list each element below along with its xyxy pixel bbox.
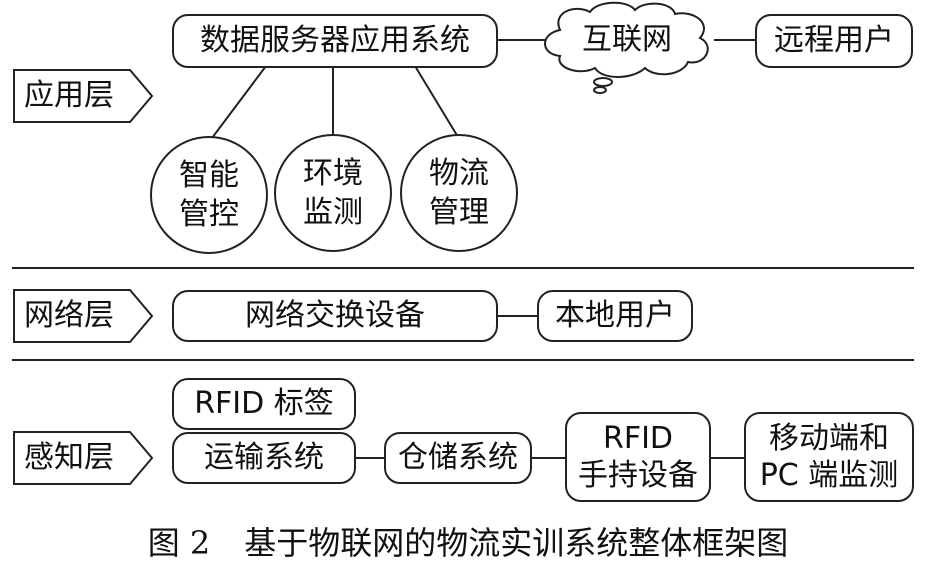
mobile-pc-monitoring-box: 移动端和 PC 端监测 xyxy=(744,412,914,502)
application-layer-label: 应用层 xyxy=(24,78,114,113)
warehouse-system-box: 仓储系统 xyxy=(384,432,532,484)
environment-monitoring-line-1: 环境 xyxy=(303,156,363,191)
server-to-module-3-line xyxy=(414,65,459,138)
environment-monitoring-circle: 环境 监测 xyxy=(274,134,392,252)
network-switch-device-box: 网络交换设备 xyxy=(172,290,498,342)
logistics-management-line-1: 物流 xyxy=(429,156,489,191)
logistics-management-circle: 物流 管理 xyxy=(400,134,518,252)
smart-control-line-2: 管控 xyxy=(179,197,239,232)
smart-control-circle: 智能 管控 xyxy=(150,136,268,254)
rfid-tag-box: RFID 标签 xyxy=(172,378,356,430)
rfid-handheld-line-2: 手持设备 xyxy=(578,458,698,493)
smart-control-line-1: 智能 xyxy=(179,158,239,193)
cloud-tail-bubble-1 xyxy=(593,77,613,87)
perception-layer-label: 感知层 xyxy=(24,440,114,475)
figure-caption: 图 2 基于物联网的物流实训系统整体框架图 xyxy=(0,527,936,559)
transport-system-box: 运输系统 xyxy=(172,432,356,484)
rfid-handheld-device-box: RFID 手持设备 xyxy=(565,412,711,502)
perception-layer-tag-shape xyxy=(13,431,154,485)
server-application-system-box: 数据服务器应用系统 xyxy=(172,14,498,68)
internet-cloud-shape xyxy=(544,1,709,78)
cloud-tail-bubble-2 xyxy=(593,86,607,94)
mobile-pc-line-2: PC 端监测 xyxy=(759,458,899,493)
network-layer-label: 网络层 xyxy=(24,298,114,333)
mobile-pc-line-1: 移动端和 xyxy=(769,420,889,456)
application-layer-tag-shape xyxy=(13,69,154,123)
figure-title: 基于物联网的物流实训系统整体框架图 xyxy=(244,524,789,562)
figure-number: 图 2 xyxy=(147,524,211,562)
internet-label: 互联网 xyxy=(582,22,672,57)
server-to-module-1-line xyxy=(211,65,267,139)
logistics-management-line-2: 管理 xyxy=(429,195,489,230)
local-user-box: 本地用户 xyxy=(537,290,693,342)
rfid-handheld-line-1: RFID xyxy=(602,420,674,456)
remote-user-box: 远程用户 xyxy=(755,14,913,68)
network-layer-tag-shape xyxy=(13,289,154,343)
environment-monitoring-line-2: 监测 xyxy=(303,195,363,230)
